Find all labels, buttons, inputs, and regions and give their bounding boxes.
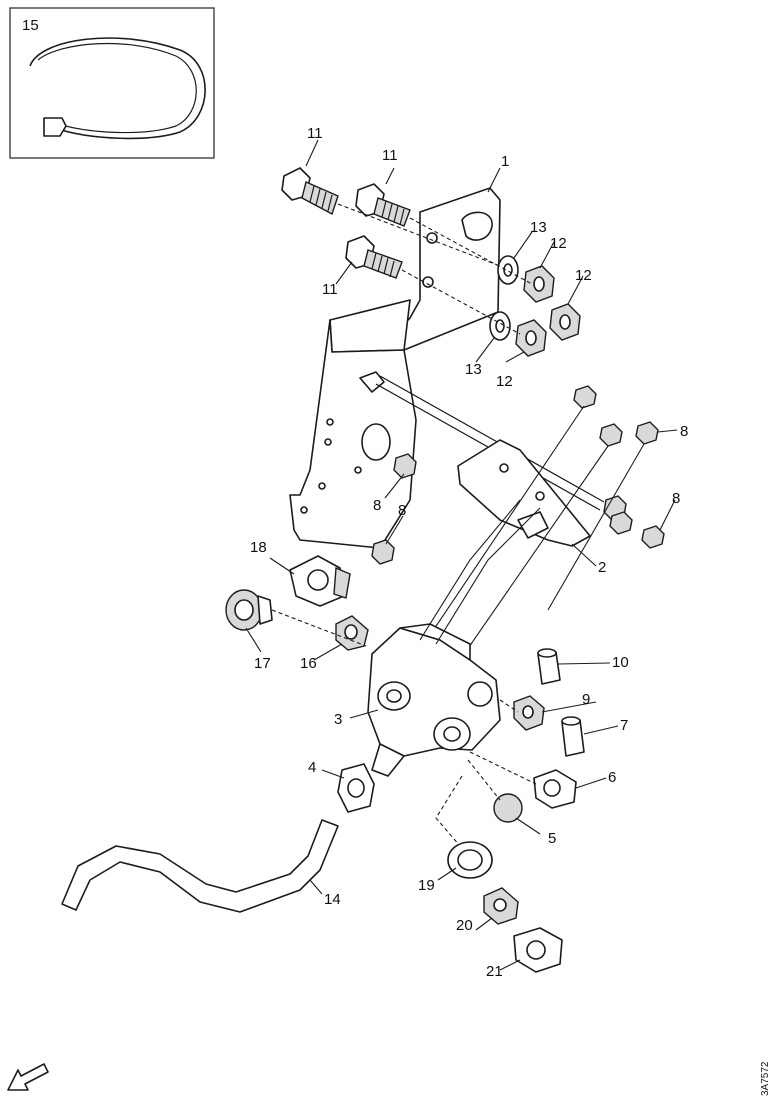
callout-10: 10	[612, 654, 629, 671]
callout-13-upper: 13	[530, 219, 547, 236]
callout-20: 20	[456, 917, 473, 934]
callout-14: 14	[324, 891, 341, 908]
callout-11-middle: 11	[382, 147, 398, 164]
callout-8-top-right: 8	[680, 423, 688, 440]
fitting-18	[289, 555, 351, 607]
direction-arrow-icon	[7, 1063, 49, 1091]
bolt-11-lower	[345, 235, 403, 279]
callout-7: 7	[620, 717, 628, 734]
mounting-bracket	[289, 187, 501, 549]
drawing-code: 3A7572	[760, 1061, 771, 1096]
callout-3: 3	[334, 711, 342, 728]
fitting-9	[513, 695, 545, 731]
small-bolt-top-2	[599, 423, 623, 447]
callout-5: 5	[548, 830, 556, 847]
plug-17	[225, 589, 273, 631]
callout-8-left: 8	[373, 497, 381, 514]
adapter-20	[483, 887, 519, 925]
callout-1: 1	[501, 153, 509, 170]
callout-8-mid-right: 8	[672, 490, 680, 507]
callout-17: 17	[254, 655, 271, 672]
washer-13-upper	[497, 255, 519, 285]
hose-clamp-ring	[29, 37, 206, 140]
nut-8-b	[371, 539, 395, 565]
valve-body	[367, 499, 541, 777]
small-bolt-top-1	[573, 385, 597, 409]
elbow-6	[533, 769, 577, 809]
callout-12-upper: 12	[550, 235, 567, 252]
callout-2: 2	[598, 559, 606, 576]
callout-9: 9	[582, 691, 590, 708]
plug-5	[493, 793, 523, 823]
callout-6: 6	[608, 769, 616, 786]
nut-12-upper	[523, 265, 555, 303]
sleeve-10	[537, 648, 561, 685]
callout-11-top: 11	[307, 125, 323, 142]
nut-12-right	[549, 303, 581, 341]
callout-8-lower: 8	[398, 502, 406, 519]
nut-8-e	[603, 495, 633, 535]
seal-19	[447, 841, 493, 879]
callout-13-lower: 13	[465, 361, 482, 378]
callout-15: 15	[22, 17, 39, 34]
callout-12-right: 12	[575, 267, 592, 284]
callout-16: 16	[300, 655, 317, 672]
fitting-21	[513, 927, 563, 973]
nut-8-d	[641, 525, 665, 549]
inset-panel: 15	[9, 7, 215, 159]
nut-12-lower	[515, 319, 547, 357]
connector-4	[337, 763, 375, 813]
sleeve-7	[561, 716, 585, 757]
callout-21: 21	[486, 963, 503, 980]
fitting-16	[335, 615, 369, 651]
callout-4: 4	[308, 759, 316, 776]
leader-lines	[245, 139, 678, 971]
washer-13-lower	[489, 311, 511, 341]
bolt-11-middle	[355, 183, 411, 227]
callout-19: 19	[418, 877, 435, 894]
nut-8-a	[393, 453, 417, 479]
callout-11-lower: 11	[322, 281, 338, 298]
bolt-11-top	[281, 167, 339, 216]
callout-18: 18	[250, 539, 267, 556]
callout-12-lower: 12	[496, 373, 513, 390]
hose-14	[61, 819, 339, 913]
nut-8-c	[635, 421, 659, 445]
